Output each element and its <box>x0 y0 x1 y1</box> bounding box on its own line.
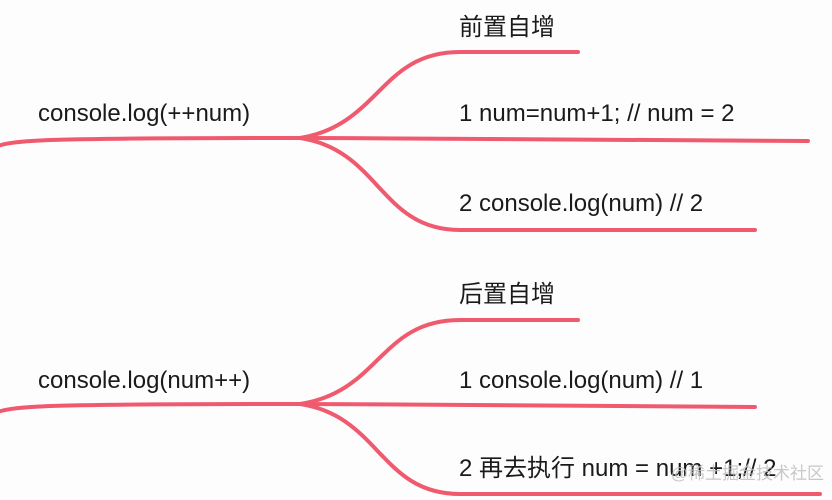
watermark: @稀土掘金技术社区 <box>670 464 824 483</box>
branch-node-2-3: 2 再去执行 num = num +1;// 2 <box>459 455 777 482</box>
branch-line-1-3 <box>298 136 757 232</box>
branch-line-2-3 <box>298 402 822 496</box>
branch-node-2-1: 后置自增 <box>459 281 555 308</box>
branch-node-1-1: 前置自增 <box>459 14 555 41</box>
branch-node-2-2: 1 console.log(num) // 1 <box>459 367 704 394</box>
branch-line-2-2 <box>298 402 757 409</box>
root-node-1: console.log(++num) <box>38 100 251 127</box>
root-line-2 <box>0 402 302 414</box>
branch-line-1-2 <box>298 136 810 143</box>
branch-node-1-3: 2 console.log(num) // 2 <box>459 190 704 217</box>
branch-line-2-1 <box>298 318 580 406</box>
branch-line-1-1 <box>298 50 580 140</box>
branch-node-1-2: 1 num=num+1; // num = 2 <box>459 100 735 127</box>
root-node-2: console.log(num++) <box>38 367 251 394</box>
root-line-1 <box>0 136 302 148</box>
